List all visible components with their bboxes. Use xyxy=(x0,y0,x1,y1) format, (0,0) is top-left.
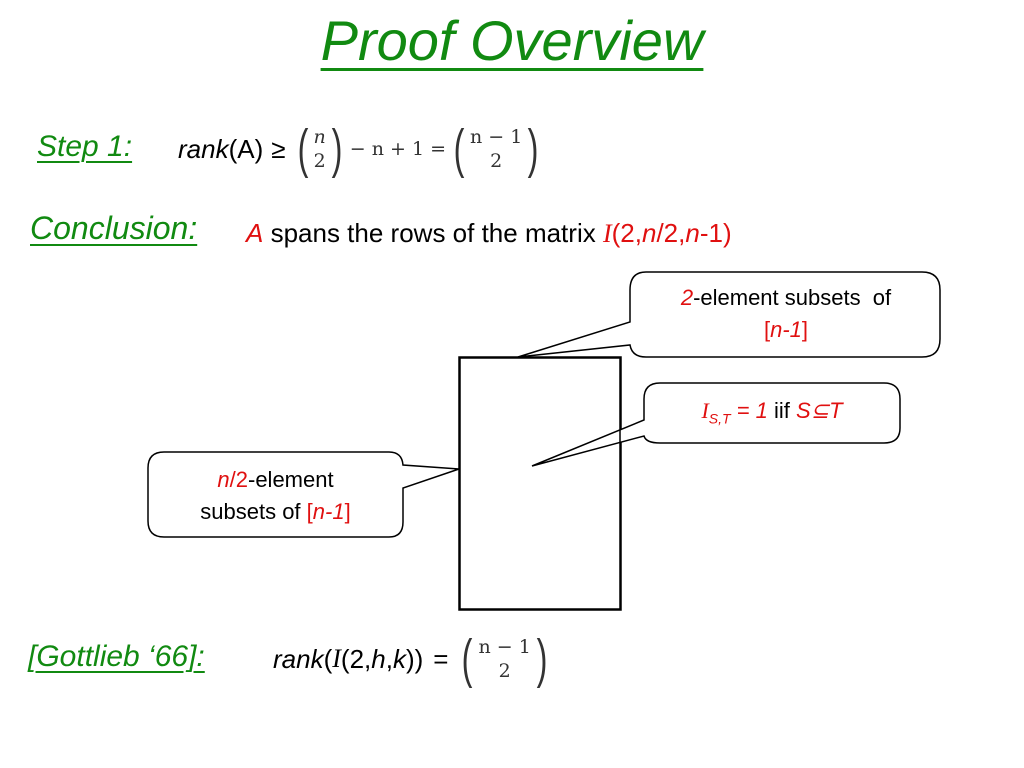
binom-top: n − 1 xyxy=(478,636,531,658)
bracket-close: ] xyxy=(344,499,351,524)
left-paren: ( xyxy=(297,119,308,179)
entry-callout-text: IS,T = 1 iif S⊆T xyxy=(644,395,900,434)
step1-label: Step 1: xyxy=(37,130,133,163)
rank-arg: (A) xyxy=(228,133,264,164)
gottlieb-citation: [Gottlieb ‘66]: xyxy=(28,640,205,673)
page-title-text: Proof Overview xyxy=(320,9,704,72)
paren-open: ( xyxy=(323,643,333,674)
binom-bottom: 2 xyxy=(498,660,511,682)
conclusion-text: spans the rows of the matrix xyxy=(270,218,596,248)
matrix-rectangle xyxy=(458,356,622,611)
page-title: Proof Overview xyxy=(0,8,1024,73)
right-paren: ) xyxy=(331,119,343,179)
rows-count: 2 xyxy=(680,285,694,310)
paren-close: )) xyxy=(405,643,424,674)
binom-bottom: 2 xyxy=(490,150,503,172)
columns-ground-set: [n-1] xyxy=(307,499,351,524)
bracket-close: ] xyxy=(801,317,809,342)
gottlieb-expression: rank(I(2,h,k)) = ( n − 1 2 ) xyxy=(273,632,551,686)
binom-stack: n − 1 2 xyxy=(468,125,524,173)
arg-h: h xyxy=(371,643,386,674)
right-paren: ) xyxy=(536,629,548,689)
binom-stack: n − 1 2 xyxy=(476,635,532,683)
columns-callout-line-1: n/2-element xyxy=(148,464,403,496)
matrix-args: /2, xyxy=(656,218,686,248)
subset-relation: S⊆T xyxy=(796,398,843,423)
rows-callout-bubble xyxy=(517,271,941,358)
left-paren: ( xyxy=(453,119,465,179)
matrix-arg-n: n xyxy=(641,218,657,248)
bracket-open: [ xyxy=(306,499,313,524)
step1-middle-term: − n + 1 = xyxy=(349,138,446,160)
entry-callout-bubble xyxy=(531,382,901,467)
matrix-rectangle-border xyxy=(459,357,621,610)
columns-callout-text: n/2-element subsets of [n-1] xyxy=(148,464,403,528)
columns-half: /2 xyxy=(229,467,248,492)
step1-expression: rank(A) ≥ ( n 2 ) − n + 1 = ( n − 1 2 ) xyxy=(178,122,542,176)
matrix-args: -1) xyxy=(699,218,732,248)
rank-word: rank xyxy=(178,133,229,164)
binom-stack: n 2 xyxy=(312,125,328,173)
binomial-n-choose-2: ( n 2 ) xyxy=(294,122,346,176)
binom-top: n − 1 xyxy=(469,126,523,148)
columns-description: -element xyxy=(248,467,334,492)
binomial-n-minus-1-choose-2: ( n − 1 2 ) xyxy=(450,122,542,176)
ground-set: n-1 xyxy=(312,499,345,524)
rows-callout-line-2: [n-1] xyxy=(632,314,940,346)
columns-callout-bubble xyxy=(147,451,460,538)
matrix-args: (2, xyxy=(340,643,372,674)
ground-set: n-1 xyxy=(770,317,802,342)
rows-description: -element subsets of xyxy=(693,285,892,310)
columns-description-2: subsets of xyxy=(200,499,301,524)
columns-n: n xyxy=(217,467,230,492)
rows-callout-text: 2-element subsets of [n-1] xyxy=(632,282,940,346)
geq-symbol: ≥ xyxy=(271,133,286,164)
rank-word: rank xyxy=(273,643,324,674)
equals-sign: = xyxy=(433,643,449,674)
matrix-expression: I(2,n/2,n-1) xyxy=(603,218,732,248)
matrix-args: (2, xyxy=(611,218,642,248)
matrix-entry-symbol: I xyxy=(701,398,709,423)
set-a: A xyxy=(246,218,264,248)
matrix-symbol: I xyxy=(332,644,341,673)
matrix-symbol: I xyxy=(602,219,612,248)
comma: , xyxy=(385,643,393,674)
conclusion-statement: A spans the rows of the matrix I(2,n/2,n… xyxy=(246,218,732,249)
arg-k: k xyxy=(392,643,406,674)
binom-bottom: 2 xyxy=(313,150,326,172)
conclusion-label: Conclusion: xyxy=(30,210,198,246)
bracket-open: [ xyxy=(763,317,771,342)
matrix-arg-n: n xyxy=(685,218,700,248)
rows-callout-line-1: 2-element subsets of xyxy=(632,282,940,314)
binomial-n-minus-1-choose-2: ( n − 1 2 ) xyxy=(458,632,550,686)
left-paren: ( xyxy=(462,629,473,689)
binom-top: n xyxy=(313,126,326,148)
entry-value: = 1 xyxy=(736,398,768,423)
right-paren: ) xyxy=(527,119,539,179)
columns-callout-line-2: subsets of [n-1] xyxy=(148,496,403,528)
iif-text: iif xyxy=(774,398,790,423)
matrix-entry-subscript: S,T xyxy=(708,410,731,427)
